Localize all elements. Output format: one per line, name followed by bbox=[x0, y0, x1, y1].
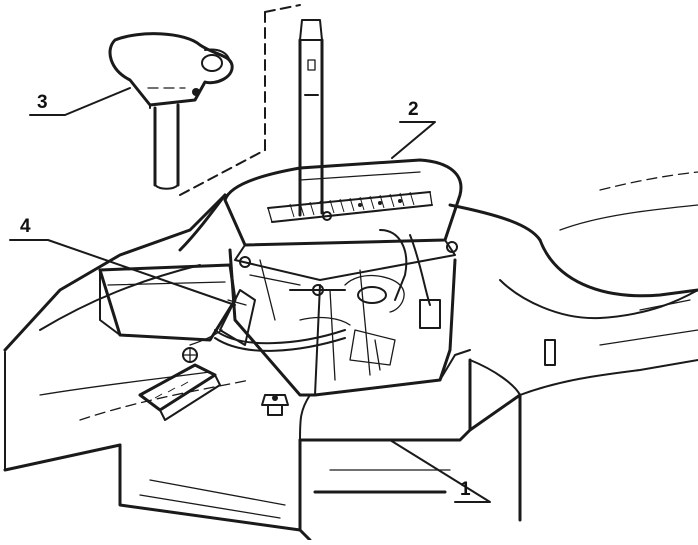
callout-1-label: 1 bbox=[460, 479, 471, 500]
leader-lines bbox=[9, 87, 491, 503]
cable-bracket bbox=[138, 347, 289, 421]
console-side-panel-right bbox=[448, 171, 698, 396]
shift-knob bbox=[108, 32, 234, 190]
shift-cable bbox=[189, 289, 346, 352]
floor-panel bbox=[3, 193, 251, 472]
selector-mechanism bbox=[228, 229, 471, 397]
shift-lever-shaft bbox=[298, 19, 324, 217]
callout-2-label: 2 bbox=[408, 99, 419, 120]
console-tunnel bbox=[118, 358, 522, 542]
gate-slot-marks bbox=[289, 191, 415, 218]
callout-3-label: 3 bbox=[37, 92, 48, 113]
alignment-dashed-line bbox=[179, 4, 301, 196]
shift-gate-housing bbox=[223, 158, 463, 281]
console-side-panel-left bbox=[98, 193, 237, 342]
callout-4-label: 4 bbox=[20, 216, 31, 237]
